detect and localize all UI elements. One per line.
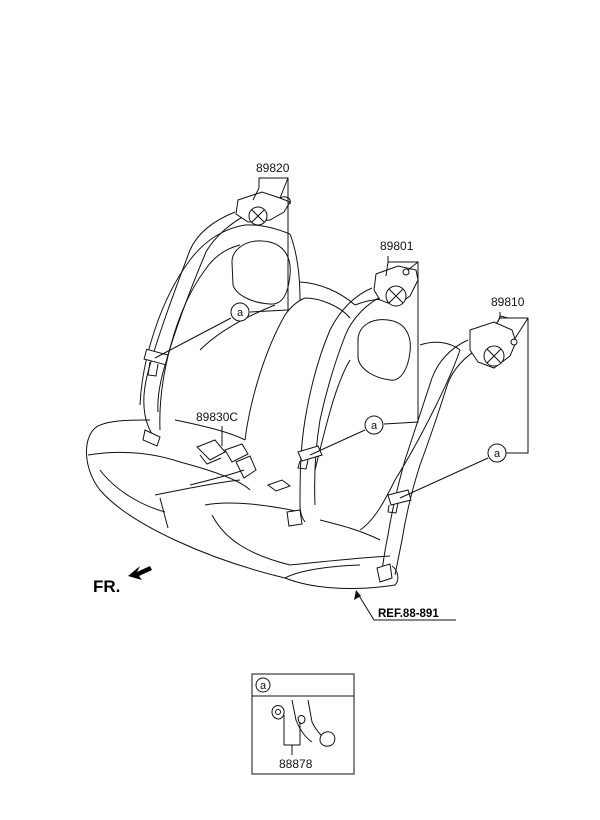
callout-letter-right: a [494, 448, 501, 460]
detail-inset: a 88878 [251, 673, 355, 775]
left-seat-belt [142, 191, 291, 447]
leader-lines [154, 177, 529, 621]
inset-callout-letter: a [260, 680, 267, 692]
part-label-89801: 89801 [380, 239, 414, 253]
part-label-88878: 88878 [279, 757, 313, 771]
centre-seat-belt [286, 265, 419, 527]
callout-markers: a a a [230, 302, 507, 463]
inset-callout-circle [255, 677, 271, 693]
part-label-89830c: 89830C [196, 410, 238, 424]
front-label: FR. [93, 577, 120, 596]
callout-circle-left [230, 302, 250, 322]
reference-label: REF.88-891 [378, 608, 439, 620]
callout-letter-left: a [237, 307, 244, 319]
part-label-89820: 89820 [256, 161, 290, 175]
right-seat-belt [376, 315, 518, 583]
front-direction-indicator: FR. [93, 566, 152, 596]
seat-cushion [85, 419, 399, 590]
callout-letter-centre: a [371, 420, 378, 432]
front-arrow-icon [128, 566, 152, 580]
buckle-assembly [189, 439, 257, 486]
callout-circle-right [487, 443, 507, 463]
seat-back [139, 224, 461, 541]
part-label-89810: 89810 [491, 295, 525, 309]
callout-circle-centre [364, 415, 384, 435]
